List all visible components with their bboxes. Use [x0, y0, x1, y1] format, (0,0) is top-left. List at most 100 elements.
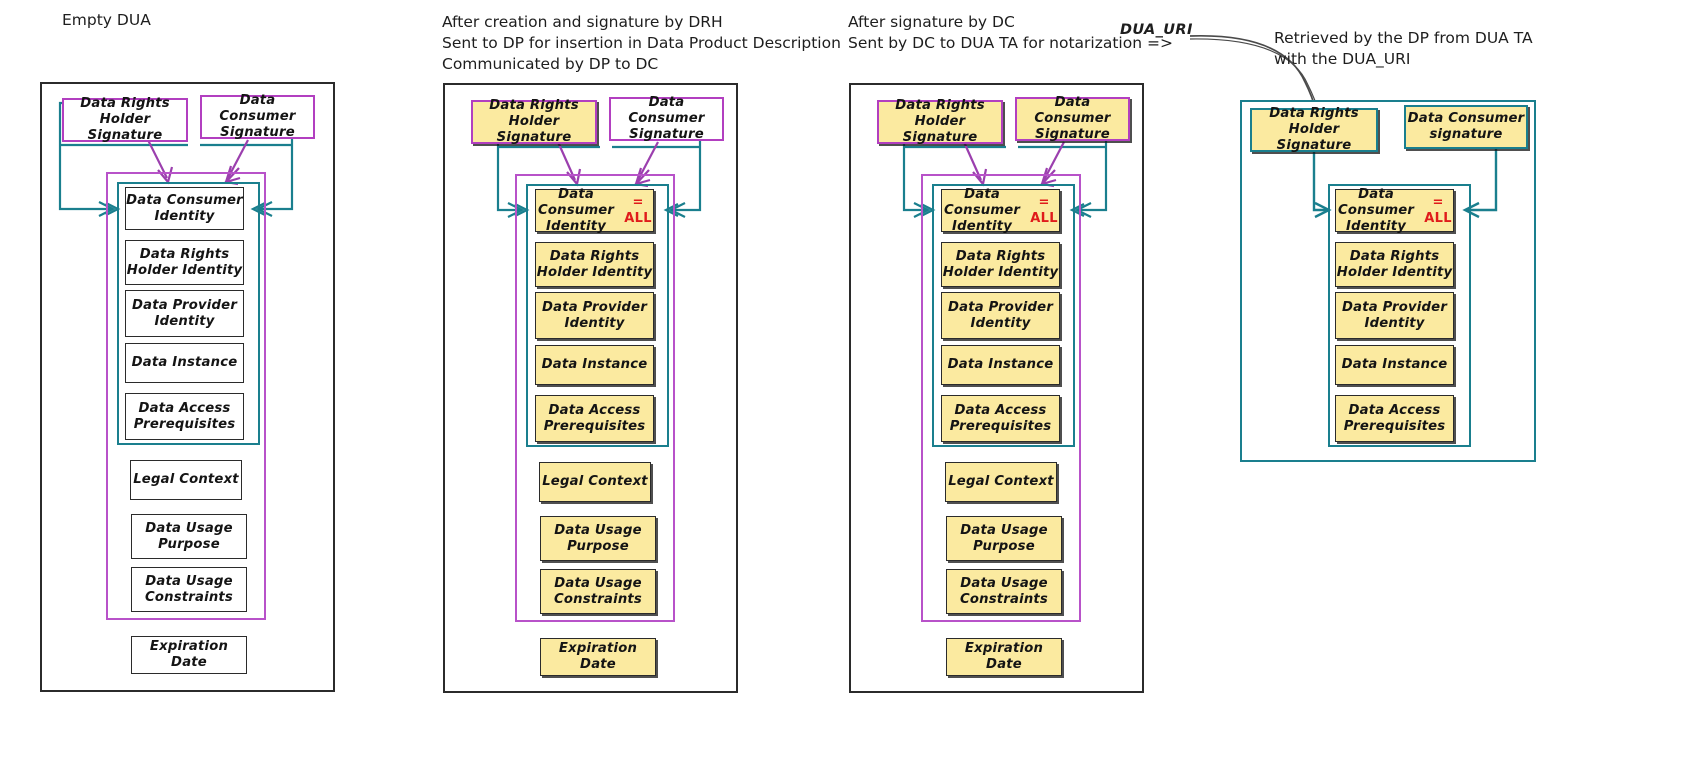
field-label: Expiration Date — [964, 641, 1044, 672]
field-label: Data Instance — [131, 355, 238, 370]
caption-line: Empty DUA — [62, 11, 151, 29]
panel-caption: After creation and signature by DRH Sent… — [442, 12, 841, 75]
dua-content-group — [515, 174, 675, 622]
field-label: Data Instance — [541, 357, 648, 372]
field-label: Data Instance — [947, 357, 1054, 372]
field-box-expiration: Expiration Date — [540, 638, 656, 676]
identity-group — [1328, 184, 1471, 447]
all-marker: = ALL — [624, 194, 652, 226]
field-label: Expiration Date — [558, 641, 638, 672]
field-box: Data Instance — [1335, 345, 1454, 385]
caption-line: with the DUA_URI — [1274, 50, 1411, 68]
field-box-expiration: Expiration Date — [131, 636, 247, 674]
field-label: Legal Context — [948, 474, 1054, 489]
caption-line: Retrieved by the DP from DUA TA — [1274, 29, 1533, 47]
all-marker: = ALL — [1030, 194, 1058, 226]
dua-uri-annotation: DUA_URI — [1120, 22, 1193, 38]
identity-group — [526, 184, 669, 447]
identity-group — [932, 184, 1075, 447]
field-label: Expiration Date — [149, 639, 229, 670]
caption-line: Sent by DC to DUA TA for notarization => — [848, 34, 1173, 52]
caption-line: Communicated by DP to DC — [442, 55, 659, 73]
caption-line: After creation and signature by DRH — [442, 13, 723, 31]
panel-caption: Retrieved by the DP from DUA TA with the… — [1274, 28, 1533, 70]
identity-group — [117, 182, 260, 445]
field-label: Legal Context — [542, 474, 648, 489]
field-box: Data Instance — [125, 343, 244, 383]
caption-line: Sent to DP for insertion in Data Product… — [442, 34, 841, 52]
all-marker: = ALL — [1424, 194, 1452, 226]
dua-content-group — [921, 174, 1081, 622]
panel-caption: After signature by DC Sent by DC to DUA … — [848, 12, 1173, 54]
field-box: Legal Context — [539, 462, 651, 502]
field-box: Data Instance — [941, 345, 1060, 385]
field-box: Legal Context — [130, 460, 242, 500]
field-label: Data Instance — [1341, 357, 1448, 372]
field-box: Data Instance — [535, 345, 654, 385]
field-box: Legal Context — [945, 462, 1057, 502]
caption-line: After signature by DC — [848, 13, 1015, 31]
panel-caption: Empty DUA — [62, 10, 151, 31]
dua-content-group — [106, 172, 266, 620]
field-box-expiration: Expiration Date — [946, 638, 1062, 676]
